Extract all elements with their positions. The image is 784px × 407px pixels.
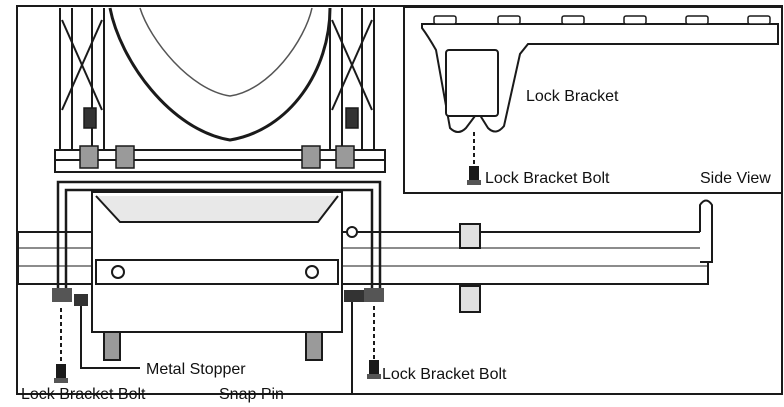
inset-lock-bracket-label: Lock Bracket bbox=[526, 88, 619, 105]
inset-lock-bracket-bolt-label: Lock Bracket Bolt bbox=[485, 170, 610, 187]
inset-bolt-icon bbox=[467, 166, 481, 185]
metal-stopper-label: Metal Stopper bbox=[146, 361, 246, 378]
leader-lines bbox=[60, 302, 375, 395]
inset-rail bbox=[421, 23, 779, 133]
upper-bolts bbox=[79, 107, 359, 169]
snap-pin-label: Snap Pin bbox=[219, 386, 284, 403]
top-snap-pin-icon bbox=[346, 226, 358, 238]
bolt-icon-right bbox=[367, 360, 381, 379]
metal-stopper-body bbox=[74, 294, 88, 306]
lock-bracket-bolt-left-label: Lock Bracket Bolt bbox=[21, 386, 146, 403]
inset-side-view-label: Side View bbox=[700, 170, 771, 187]
center-clamp-box bbox=[91, 191, 343, 361]
bolt-icon-left bbox=[54, 364, 68, 383]
rail-teeth bbox=[433, 15, 771, 25]
snap-pin-body bbox=[344, 290, 366, 302]
left-bracket-nut bbox=[52, 288, 72, 302]
lock-bracket-straps bbox=[56, 180, 382, 300]
lock-bracket-bolt-right-label: Lock Bracket Bolt bbox=[382, 366, 507, 383]
diagram-frame bbox=[16, 5, 783, 395]
right-bracket-nut bbox=[364, 288, 384, 302]
inset-lock-bracket-window bbox=[445, 49, 499, 117]
rail-handle bbox=[699, 199, 713, 263]
side-view-inset: Lock Bracket Lock Bracket Bolt Side View bbox=[403, 6, 783, 194]
